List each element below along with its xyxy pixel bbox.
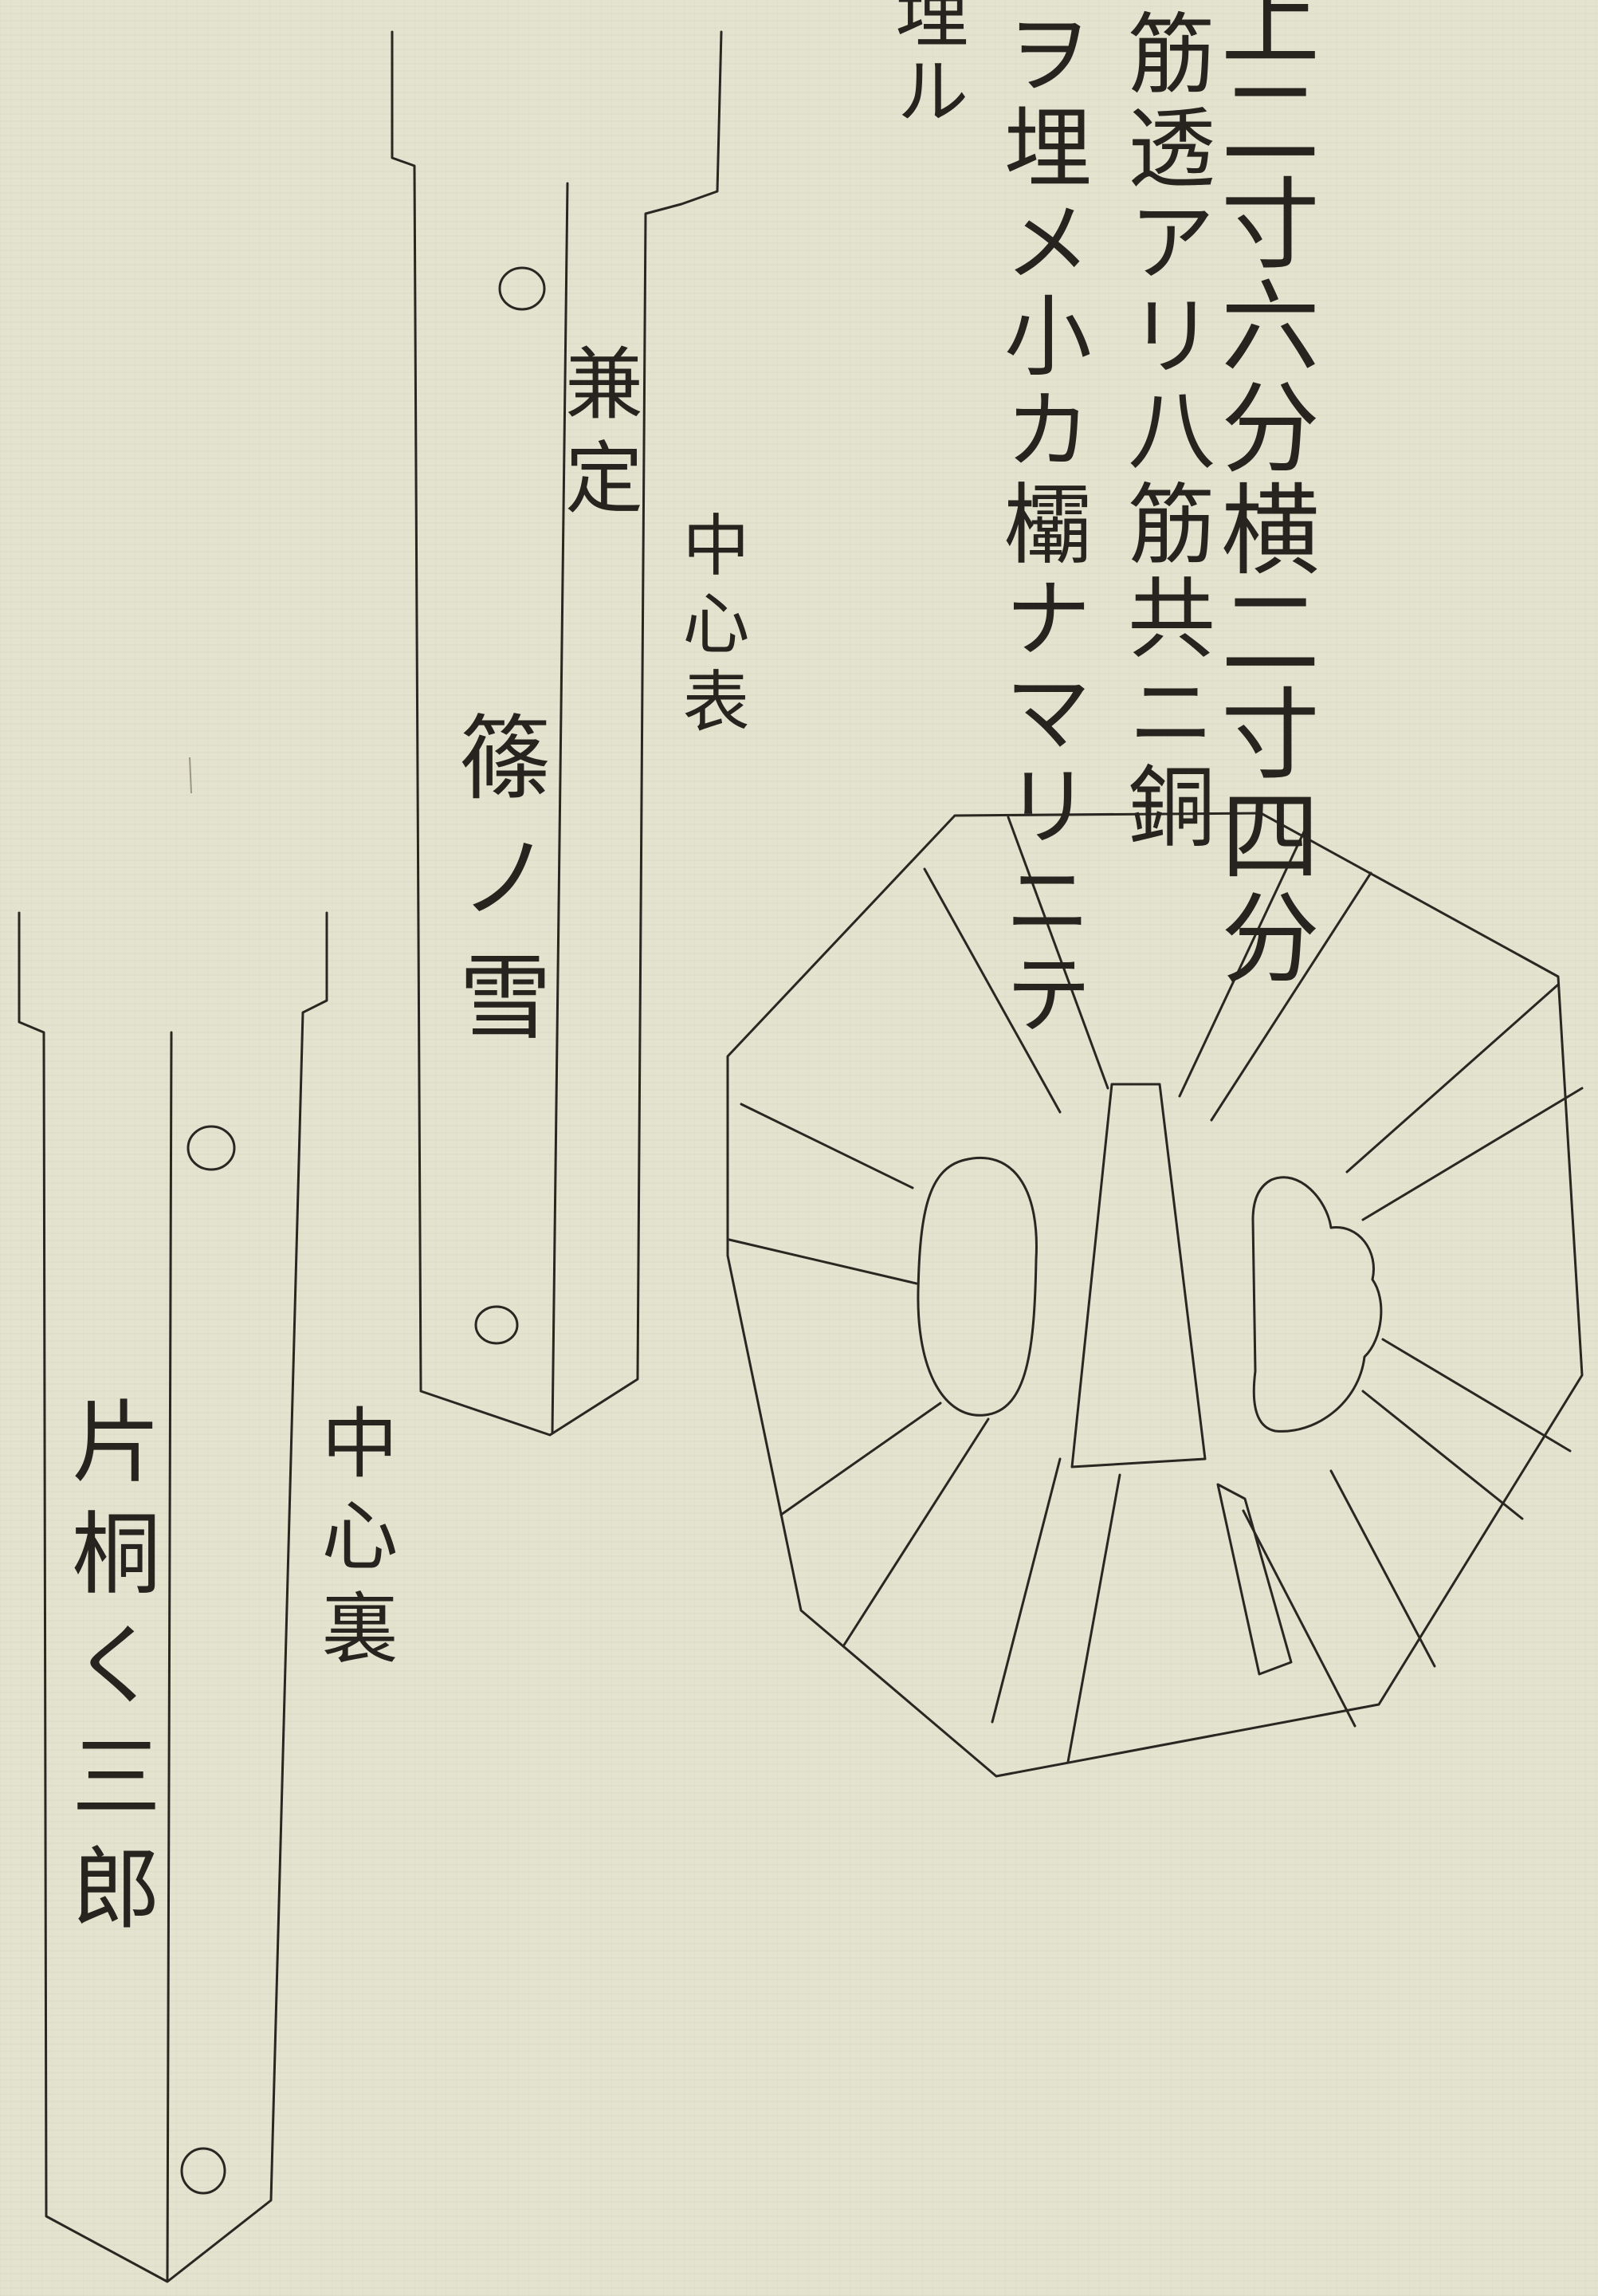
tang-front-signature: 兼定 xyxy=(552,343,642,531)
tang-front-inscription: 篠ノ雪 xyxy=(443,710,551,1068)
tang-front-label: 中心表 xyxy=(672,510,750,745)
tang-front-drawing xyxy=(391,30,723,1437)
description-column-1: 上二寸六分横二寸四分 xyxy=(1203,0,1318,989)
description-column-4: 埋ル xyxy=(883,0,968,129)
tang-back-drawing xyxy=(18,911,328,2283)
description-column-3: ヲ埋メ小カ欛ナマリニテ xyxy=(989,8,1091,1043)
description-column-2: 筋透アリ八筋共ニ銅 xyxy=(1113,8,1215,855)
tang-back-signature: 片桐く三郎 xyxy=(57,1395,160,1953)
tang-back-label: 中心裏 xyxy=(308,1403,398,1681)
tsuba-drawing xyxy=(726,812,1584,1778)
